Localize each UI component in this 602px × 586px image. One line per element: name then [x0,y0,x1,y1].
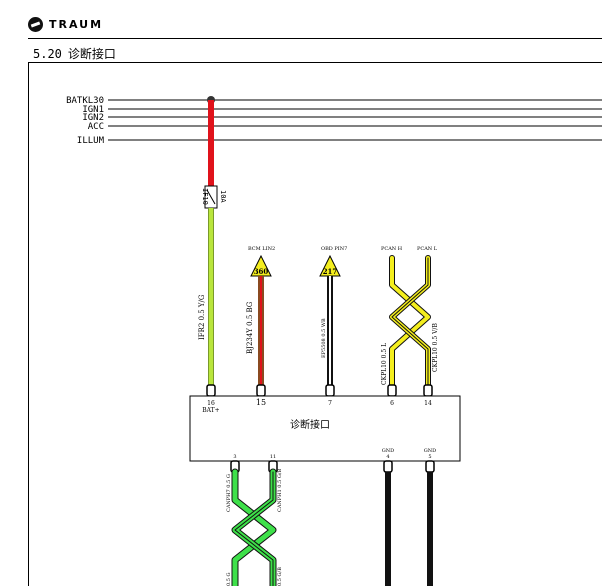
connector-label: PCAN H [381,246,403,252]
obd-wire: EP5508 0.5 WB [321,276,333,385]
section-name: 诊断接口 [67,47,116,61]
section-title: 5.20 诊断接口 [33,45,122,62]
fuse-name: IF10 [201,188,209,205]
ground-label: GND [424,448,436,454]
pcan-l-stripe [391,257,429,386]
green-wire-stripe [234,471,274,586]
pin-number: 4 [386,454,389,460]
pin-sub-label: BAT+ [202,407,219,414]
bus-label: BATKL30 [66,96,104,106]
obd-wire-label: EP5508 0.5 WB [321,318,327,358]
pcan-h-label: CKPL10 0.5 L [381,343,388,385]
module-title: 诊断接口 [290,418,330,431]
header-rule [28,38,602,39]
pcan-l-label: CKPL10 0.5 V/B [432,323,439,372]
connector-label: BCM LIN2 [248,246,275,252]
pin-number: 7 [328,400,332,407]
pin-socket-icon [423,384,433,397]
brand-logo-icon [28,16,43,32]
power-feed: IF10 10A IFR2 0.5 Y/G [198,96,227,385]
pin-number: 15 [256,398,266,407]
header: TRAUM [28,14,103,34]
section-number: 5.20 [33,47,62,61]
fuse-rating: 10A [219,190,227,203]
bus-label: IGN1 [82,105,104,115]
splice-markers: 360 217 [250,254,341,277]
connector-label: OBD PIN7 [321,246,347,252]
bus-label: ILLUM [77,136,105,146]
bus-label: ACC [88,122,104,132]
fuse-link [206,189,216,205]
green-twisted-pair [231,468,277,586]
pin-socket-icon [325,384,335,397]
pin-number: 14 [424,400,432,407]
bottom-left-wire-label: 0.5 G [226,572,232,586]
pin-socket-icon [425,460,435,473]
ground-label: GND [382,448,394,454]
bus-labels: BATKL30 IGN1 IGN2 ACC ILLUM [66,96,105,146]
pin-socket-icon [383,460,393,473]
lin-wire-label: BJ234Y 0.5 BG [246,301,254,354]
splice-number: 360 [254,267,269,276]
pin-socket-icon [206,384,216,397]
module-top-pins: 16 BAT+ 15 7 6 14 [202,398,432,414]
diagnostic-module-box [189,395,461,462]
pin-number: 6 [390,400,394,407]
splice-number: 217 [323,267,338,276]
pin-socket-icon [256,384,266,397]
bus-label: IGN2 [82,113,104,123]
lin-wire: BJ234Y 0.5 BG [246,276,264,385]
green-wire [232,469,276,586]
ground-wires [385,472,433,586]
pcan-twisted-pair [389,255,431,388]
connector-label: PCAN L [417,246,438,252]
bottom-pins [230,460,435,473]
bottom-right-wire-label: 0.5 G/B [277,567,283,586]
lower-left-wire-label: CANPH7 0.5 G [226,474,232,512]
pin-number: 3 [233,454,236,460]
power-bus [108,99,602,141]
pin-number: 16 [207,400,215,407]
connector-labels: BCM LIN2 OBD PIN7 PCAN H PCAN L [248,246,438,252]
pin-number: 11 [270,454,276,460]
pin-number: 5 [428,454,431,460]
brand-name: TRAUM [49,17,104,31]
pcan-h-wire [390,256,430,387]
power-wire-label: IFR2 0.5 Y/G [198,294,206,340]
top-pins [206,384,433,397]
module-bottom-pins: 3 11 GND 4 GND 5 [233,448,436,460]
pin-socket-icon [387,384,397,397]
diagram-frame [28,62,602,586]
lower-right-wire-label: CANPH1 0.5 G/B [277,468,283,512]
